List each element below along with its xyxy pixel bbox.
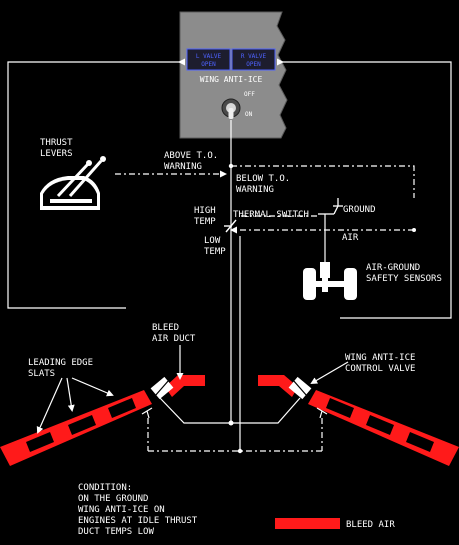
- anti-ice-control-panel: L VALVE OPEN R VALVE OPEN WING ANTI-ICE …: [179, 11, 288, 139]
- junction-dot-4: [412, 228, 416, 232]
- slats-label-2: SLATS: [28, 369, 55, 379]
- switch-off-label: OFF: [244, 91, 255, 98]
- above-to-label-1: ABOVE T.O.: [164, 151, 218, 161]
- ground-label: GROUND: [343, 205, 376, 215]
- above-to-label-2: WARNING: [164, 162, 202, 172]
- right-valve-feed: [231, 397, 301, 424]
- left-valve-light-line2: OPEN: [201, 61, 216, 68]
- thermal-switch-label: THERMAL SWITCH: [233, 210, 309, 220]
- left-anti-ice-valve: [150, 376, 174, 400]
- legend-bleed-air-label: BLEED AIR: [346, 520, 395, 530]
- bleed-duct-label-1: BLEED: [152, 323, 179, 333]
- junction-dot-3: [237, 448, 243, 454]
- left-valve-feed: [159, 397, 231, 424]
- condition-line-1: CONDITION:: [78, 483, 132, 493]
- thrust-levers-label-2: LEVERS: [40, 149, 73, 159]
- thermal-switch-symbol: [224, 219, 237, 233]
- slats-label-1: LEADING EDGE: [28, 358, 93, 368]
- left-valve-light-line1: L VALVE: [196, 53, 222, 60]
- right-duct-sensor: [316, 407, 328, 419]
- air-ground-label-1: AIR-GROUND: [366, 263, 420, 273]
- right-valve-open-light: [231, 48, 276, 71]
- label-pointers: [36, 345, 349, 434]
- anti-ice-toggle-switch[interactable]: [221, 98, 241, 119]
- junction-dot-2: [228, 420, 234, 426]
- air-ground-label-2: SAFETY SENSORS: [366, 274, 442, 284]
- panel-title: WING ANTI-ICE: [200, 75, 263, 84]
- switch-on-label: ON: [245, 111, 253, 118]
- right-valve-light-line2: OPEN: [246, 61, 261, 68]
- condition-line-2: ON THE GROUND: [78, 494, 148, 504]
- below-to-line: [231, 165, 415, 198]
- left-wing-slats: [0, 390, 152, 466]
- control-valve-label-1: WING ANTI-ICE: [345, 353, 415, 363]
- ground-air-switch: [318, 198, 343, 215]
- legend: BLEED AIR: [275, 518, 395, 530]
- low-temp-label-2: TEMP: [204, 247, 226, 257]
- condition-line-3: WING ANTI-ICE ON: [78, 505, 165, 515]
- thrust-levers-icon: [40, 156, 106, 210]
- left-loop-wire: [7, 58, 185, 309]
- thrust-levers-label-1: THRUST: [40, 138, 73, 148]
- left-duct-sensor: [141, 407, 153, 419]
- bleed-duct-label-2: AIR DUCT: [152, 334, 196, 344]
- high-temp-label-1: HIGH: [194, 206, 216, 216]
- below-to-label-1: BELOW T.O.: [236, 174, 290, 184]
- landing-gear-icon: [303, 262, 357, 300]
- panel-body: [179, 11, 288, 139]
- condition-line-5: DUCT TEMPS LOW: [78, 527, 154, 537]
- below-to-label-2: WARNING: [236, 185, 274, 195]
- right-valve-light-line1: R VALVE: [241, 53, 267, 60]
- control-valve-label-2: CONTROL VALVE: [345, 364, 415, 374]
- right-bleed-duct: [258, 375, 298, 397]
- right-wing-slats: [308, 390, 459, 466]
- high-temp-label-2: TEMP: [194, 217, 216, 227]
- junction-dot-1: [228, 163, 234, 169]
- left-valve-open-light: [186, 48, 231, 71]
- condition-line-4: ENGINES AT IDLE THRUST: [78, 516, 198, 526]
- electrical-lines: [7, 58, 452, 452]
- right-anti-ice-valve: [288, 376, 312, 400]
- low-temp-label-1: LOW: [204, 236, 221, 246]
- legend-bleed-air-swatch: [275, 518, 340, 529]
- air-label: AIR: [342, 233, 359, 243]
- right-loop-wire: [277, 58, 452, 319]
- left-bleed-duct: [165, 375, 205, 397]
